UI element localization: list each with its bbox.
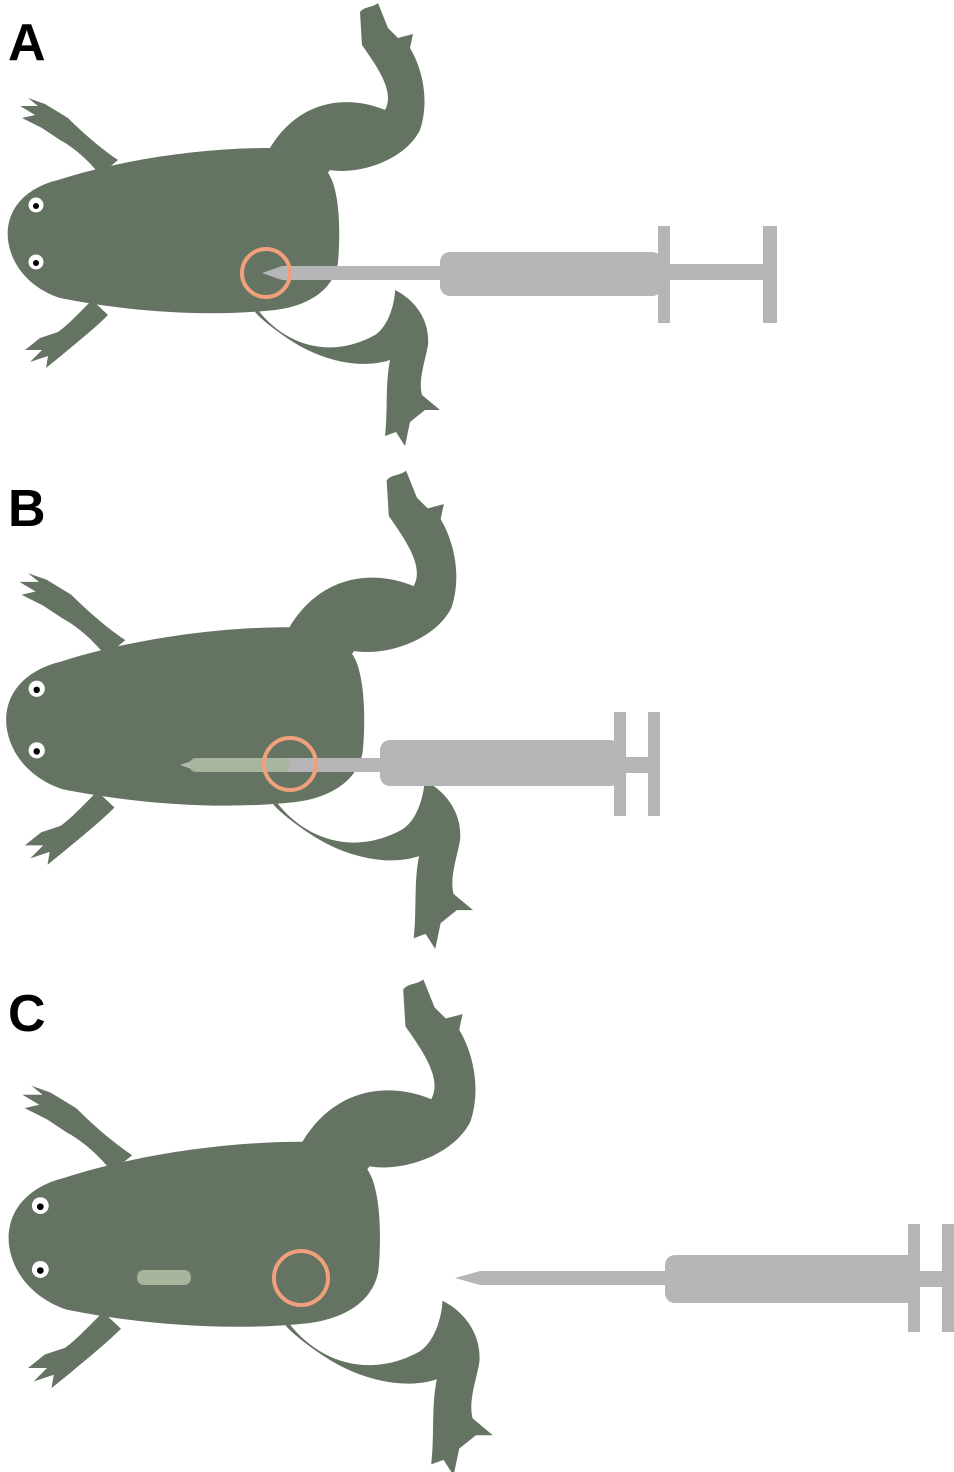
frog-c bbox=[9, 979, 493, 1472]
implant-c bbox=[137, 1270, 191, 1285]
panel-label-b: B bbox=[8, 480, 46, 538]
panel-b: B bbox=[6, 471, 660, 949]
frog-b bbox=[6, 471, 473, 949]
syringe-a bbox=[262, 226, 777, 323]
implant-b bbox=[190, 758, 290, 772]
syringe-c bbox=[455, 1224, 954, 1332]
panel-c: C bbox=[8, 979, 954, 1472]
panel-a: A bbox=[8, 3, 777, 446]
panel-label-c: C bbox=[8, 985, 46, 1043]
frog-a bbox=[8, 3, 440, 446]
panel-label-a: A bbox=[8, 14, 46, 72]
